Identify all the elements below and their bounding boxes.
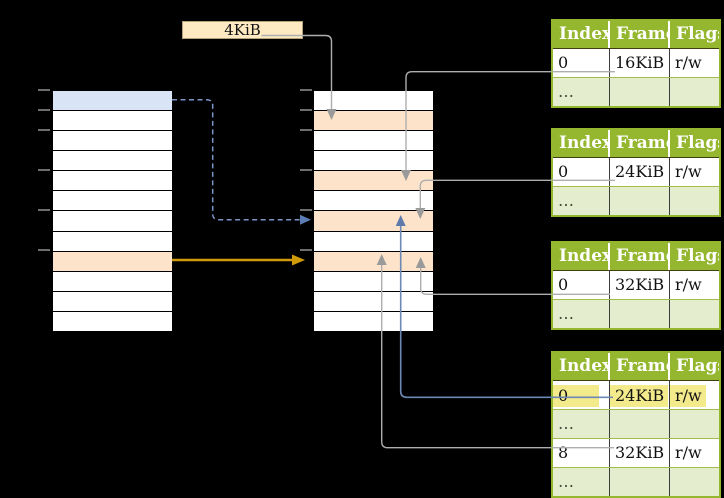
cell-index: 0 (553, 158, 610, 186)
physical-frame-row (314, 231, 433, 252)
cell-flags: r/w (675, 443, 702, 462)
physical-frame-row (314, 291, 433, 312)
cell-flags: r/w (675, 162, 702, 181)
table-row-highlighted: 0 24KiB r/w (553, 381, 719, 409)
header-index: Index (553, 21, 610, 48)
highlight-mark: r/w (670, 384, 706, 407)
physical-frame-row-orange (314, 111, 433, 132)
cell-flags (670, 468, 719, 496)
cell-index: … (553, 410, 610, 438)
cell-frame: 32KiB (610, 439, 670, 467)
cell-index: 0 (553, 381, 610, 409)
cell-flags: r/w (675, 53, 702, 72)
cell-index: … (553, 468, 610, 496)
highlight-mark: 24KiB (610, 384, 669, 407)
cell-frame: 32KiB (610, 271, 670, 299)
physical-frame-row-orange (314, 211, 433, 232)
page-table-4: Index Frame Flags 0 24KiB r/w … 8 32KiB … (551, 351, 721, 498)
cell-index: 8 (553, 439, 610, 467)
cell-index: 0 (553, 271, 610, 299)
tick-marks-left (38, 89, 50, 251)
virtual-page-row (53, 311, 172, 331)
table-header-row: Index Frame Flags (553, 353, 719, 381)
cell-index: 0 (553, 49, 610, 77)
physical-frame-row (314, 151, 433, 172)
virtual-page-row (53, 111, 172, 132)
page-table-3: Index Frame Flags 0 32KiB r/w … (551, 241, 721, 330)
table-header-row: Index Frame Flags (553, 243, 719, 271)
cell-frame (610, 468, 670, 496)
physical-frame-row (314, 91, 433, 112)
table-row: 0 24KiB r/w (553, 158, 719, 186)
virtual-page-row (53, 151, 172, 172)
physical-frame-row (314, 271, 433, 292)
table-row: 0 16KiB r/w (553, 49, 719, 77)
header-frame: Frame (610, 130, 670, 157)
header-flags: Flags (676, 246, 719, 266)
cell-index: … (553, 300, 610, 328)
tick-marks-middle (300, 89, 312, 251)
cell-frame: 16KiB (610, 49, 670, 77)
physical-frame-row (314, 191, 433, 212)
virtual-page-row (53, 171, 172, 192)
cell-frame (610, 78, 670, 106)
cell-frame: 24KiB (610, 158, 670, 186)
physical-frame-row (314, 311, 433, 331)
header-frame: Frame (610, 21, 670, 48)
arrow-virtual-page-to-frame-dashed (172, 98, 311, 225)
cell-flags (670, 300, 719, 328)
virtual-page-row-orange (53, 251, 172, 272)
header-flags: Flags (676, 356, 719, 376)
page-table-2: Index Frame Flags 0 24KiB r/w … (551, 128, 721, 217)
cell-flags (670, 78, 719, 106)
cell-flags (670, 410, 719, 438)
cell-index: … (553, 78, 610, 106)
table-row-ellipsis: … (553, 77, 719, 106)
header-flags: Flags (676, 24, 719, 44)
header-index: Index (553, 243, 610, 270)
physical-frame-row (314, 131, 433, 152)
virtual-page-row (53, 231, 172, 252)
cell-flags (670, 187, 719, 215)
highlight-mark: 0 (553, 384, 599, 407)
table-row-ellipsis: … (553, 186, 719, 215)
physical-frame-row-orange (314, 171, 433, 192)
cell-frame (610, 410, 670, 438)
cell-frame (610, 187, 670, 215)
virtual-page-row (53, 291, 172, 312)
virtual-page-row (53, 271, 172, 292)
table-row-ellipsis: … (553, 409, 719, 438)
header-frame: Frame (610, 243, 670, 270)
header-frame: Frame (610, 353, 670, 380)
header-index: Index (553, 130, 610, 157)
virtual-page-row-blue (53, 91, 172, 112)
cell-flags: r/w (675, 275, 702, 294)
cell-frame (610, 300, 670, 328)
cell-flags: r/w (670, 381, 719, 409)
virtual-page-row (53, 211, 172, 232)
virtual-page-row (53, 131, 172, 152)
cell-frame: 24KiB (610, 381, 670, 409)
page-size-label: 4KiB (182, 21, 303, 39)
table-header-row: Index Frame Flags (553, 130, 719, 158)
table-row: 8 32KiB r/w (553, 438, 719, 467)
virtual-page-row (53, 191, 172, 212)
header-flags: Flags (676, 133, 719, 153)
physical-memory-column (313, 90, 434, 332)
virtual-memory-column (52, 90, 173, 332)
physical-frame-row-orange (314, 251, 433, 272)
table-row-ellipsis: … (553, 299, 719, 328)
header-index: Index (553, 353, 610, 380)
page-table-1: Index Frame Flags 0 16KiB r/w … (551, 19, 721, 108)
table-header-row: Index Frame Flags (553, 21, 719, 49)
table-row: 0 32KiB r/w (553, 271, 719, 299)
cell-index: … (553, 187, 610, 215)
